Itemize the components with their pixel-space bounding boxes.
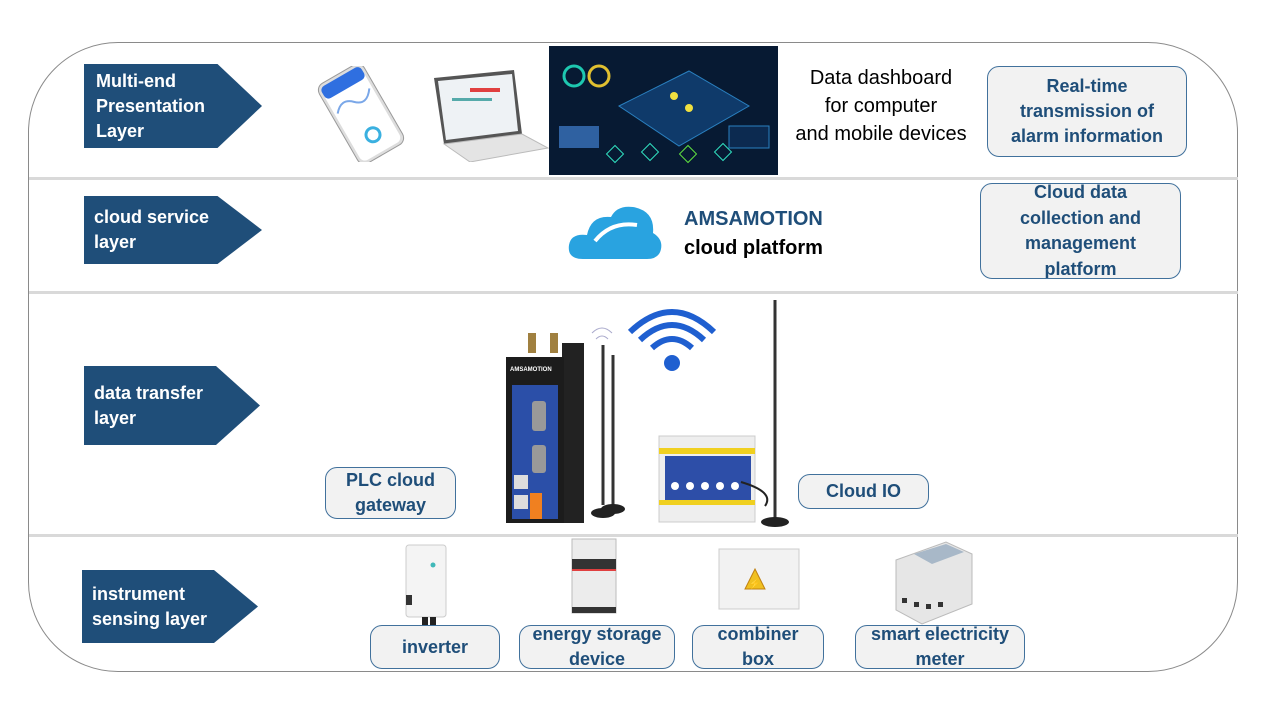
dashboard-screen-image — [549, 46, 778, 175]
cloud-platform-label: cloud platform — [684, 237, 823, 259]
cloud-io-box: Cloud IO — [798, 474, 929, 509]
diagram-frame — [28, 42, 1238, 672]
alarm-transmission-box: Real-time transmission of alarm informat… — [987, 66, 1187, 157]
device-label-combiner-box: combiner box — [692, 625, 824, 669]
dashboard-description: Data dashboard for computer and mobile d… — [795, 67, 967, 145]
combiner-box-image: ⚡ — [718, 548, 800, 610]
cloud-io-module-image — [658, 300, 789, 527]
layer-label-instrument-sensing: instrument sensing layer — [82, 570, 258, 643]
layer-divider — [29, 291, 1238, 294]
smartphone-image — [317, 66, 405, 162]
layer-divider — [29, 534, 1238, 537]
cloud-logo-icon — [568, 206, 662, 259]
laptop-image — [434, 70, 550, 162]
smart-meter-image — [895, 541, 973, 625]
cloud-data-collection-box: Cloud data collection and management pla… — [980, 183, 1181, 279]
layer-label-presentation: Multi-end Presentation Layer — [84, 64, 262, 148]
device-label-energy-storage: energy storage device — [519, 625, 675, 669]
energy-storage-image — [571, 538, 617, 614]
gateway-brand-text: AMSAMOTION — [510, 367, 552, 373]
device-label-inverter: inverter — [370, 625, 500, 669]
layer-label-cloud-service: cloud service layer — [84, 196, 262, 264]
inverter-image — [405, 544, 447, 625]
layer-divider — [29, 177, 1238, 180]
svg-text:⚡: ⚡ — [749, 577, 761, 590]
wifi-signal-icon — [627, 309, 717, 371]
device-label-smart-meter: smart electricity meter — [855, 625, 1025, 669]
plc-cloud-gateway-image: AMSAMOTION — [506, 327, 625, 523]
cloud-brand-name: AMSAMOTION — [684, 208, 823, 230]
plc-cloud-gateway-box: PLC cloud gateway — [325, 467, 456, 519]
